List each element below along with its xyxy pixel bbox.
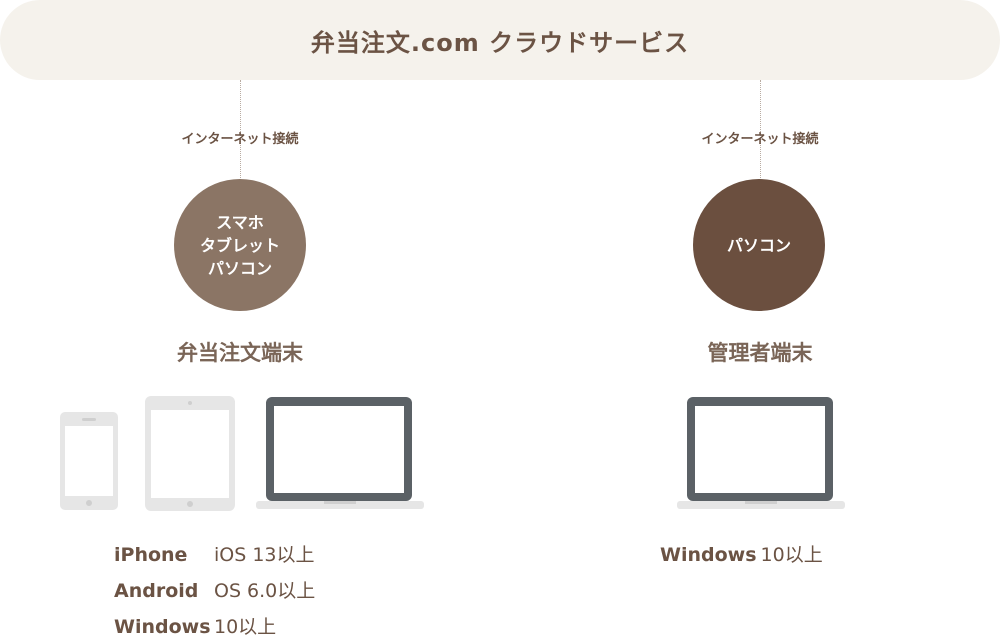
spec-version: OS 6.0以上 bbox=[214, 580, 316, 602]
spec-os: Windows bbox=[114, 616, 211, 638]
spec-row-android: Android OS 6.0以上 bbox=[114, 576, 315, 606]
spec-version: 10以上 bbox=[214, 616, 277, 638]
spec-version: iOS 13以上 bbox=[214, 544, 315, 566]
spec-os: Android bbox=[114, 580, 199, 602]
laptop-icon bbox=[256, 397, 424, 509]
spec-row-iphone: iPhone iOS 13以上 bbox=[114, 540, 315, 570]
left-connection-label: インターネット接続 bbox=[181, 132, 299, 147]
order-terminal-circle: スマホ タブレット パソコン bbox=[174, 179, 306, 311]
right-connection-label: インターネット接続 bbox=[701, 132, 819, 147]
spec-os: iPhone bbox=[114, 544, 188, 566]
circle-line: タブレット bbox=[199, 235, 280, 255]
tablet-icon bbox=[145, 396, 235, 511]
circle-line: スマホ bbox=[216, 212, 264, 232]
right-connector-line bbox=[760, 80, 761, 180]
spec-version: 10以上 bbox=[760, 544, 823, 566]
cloud-service-banner: 弁当注文.com クラウドサービス bbox=[0, 0, 1000, 80]
order-terminal-title: 弁当注文端末 bbox=[177, 341, 303, 365]
circle-line: パソコン bbox=[207, 258, 272, 278]
spec-os: Windows bbox=[660, 544, 757, 566]
admin-terminal-circle: パソコン bbox=[693, 179, 825, 311]
circle-line: パソコン bbox=[726, 235, 791, 255]
banner-title: 弁当注文.com クラウドサービス bbox=[310, 28, 690, 57]
left-connector-line bbox=[240, 80, 241, 180]
smartphone-icon bbox=[60, 412, 118, 510]
admin-terminal-title: 管理者端末 bbox=[707, 341, 813, 365]
laptop-icon bbox=[677, 397, 845, 509]
